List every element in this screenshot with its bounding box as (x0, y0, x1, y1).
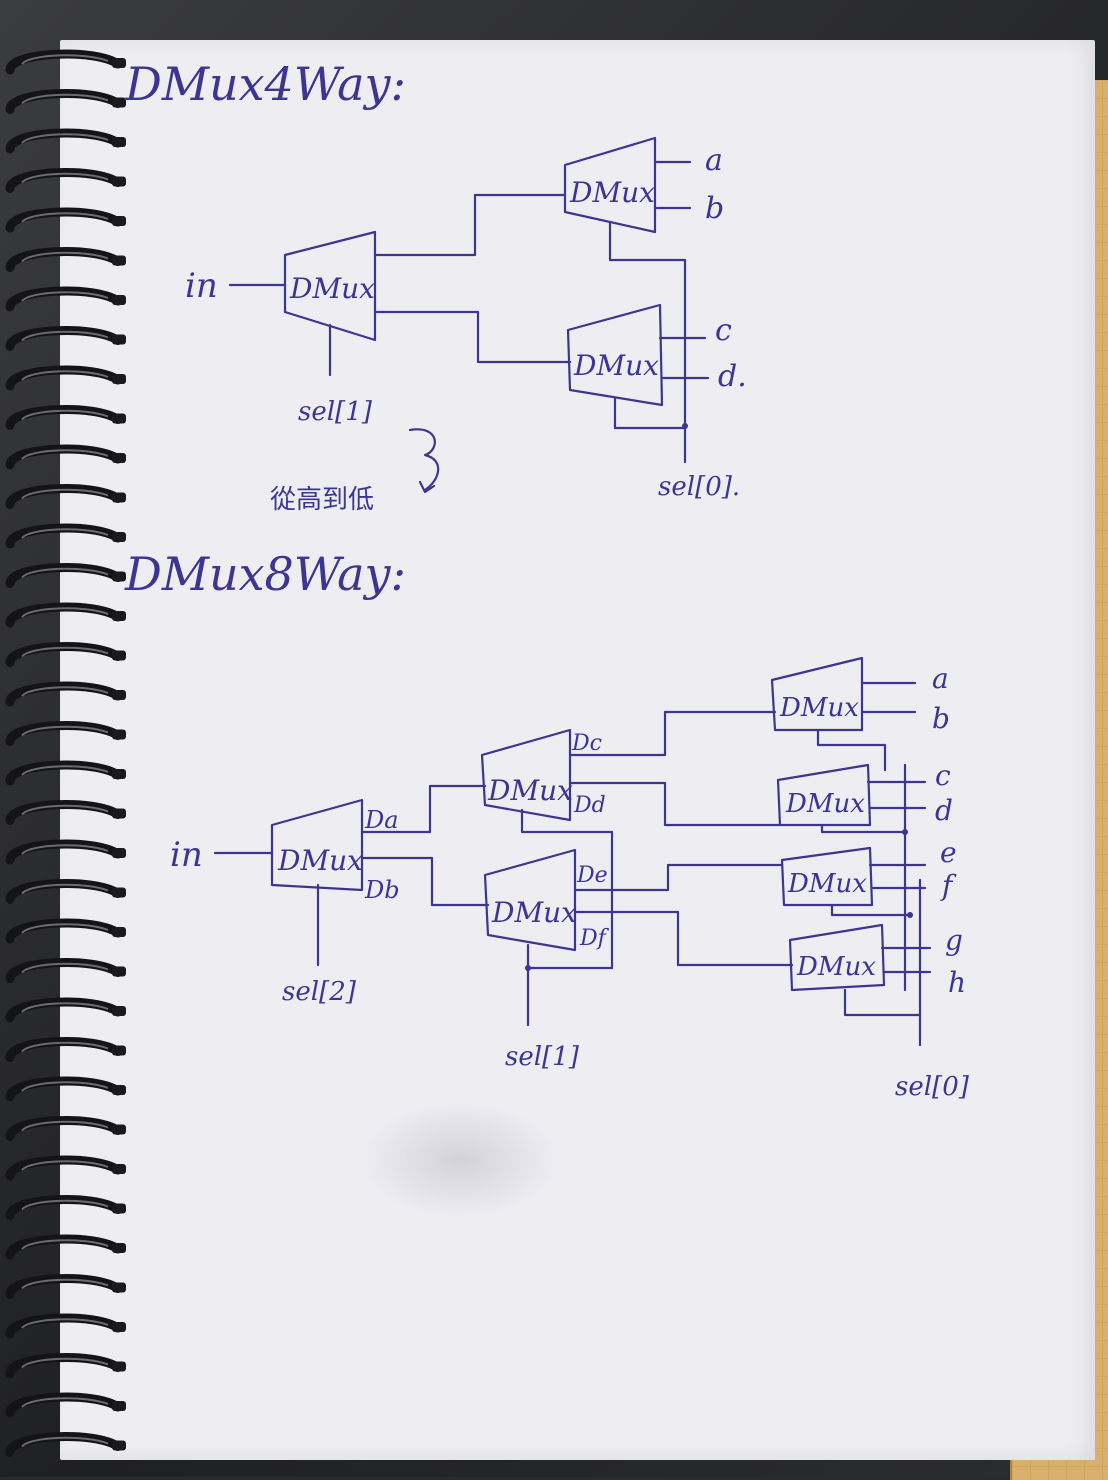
spiral-ring (5, 1392, 126, 1418)
dmux4way-sel0-label: sel[0]. (658, 472, 740, 502)
spiral-ring (5, 760, 126, 786)
dmux4way-wire-upper (373, 193, 567, 257)
dmux8way-output-a: a (932, 662, 949, 695)
svg-text:DMux: DMux (487, 774, 573, 807)
wire-label-db: Db (364, 876, 400, 904)
dmux4way-gate-3: DMux (566, 303, 664, 407)
spiral-ring (5, 1431, 126, 1457)
dmux8way-gate-l3-3: DMux (780, 846, 874, 907)
spiral-ring (5, 523, 126, 549)
dmux8way-sel1-label: sel[1] (505, 1042, 580, 1072)
spiral-ring (5, 799, 126, 825)
dmux4way-output-c: c (715, 313, 732, 348)
dmux8way-output-e: e (940, 836, 957, 869)
svg-text:DMux: DMux (491, 896, 577, 929)
spiral-ring (5, 1155, 126, 1181)
notebook-page (60, 40, 1095, 1460)
note-arrow-icon (408, 428, 440, 492)
dmux8way-gate-l2-bottom: DMux (483, 848, 577, 952)
spiral-ring (5, 562, 126, 588)
spiral-ring (5, 1194, 126, 1220)
spiral-ring (5, 167, 126, 193)
spiral-ring (5, 365, 126, 391)
spiral-ring (5, 325, 126, 351)
dmux4way-sel0-bus (608, 220, 687, 427)
spiral-ring (5, 286, 126, 312)
spiral-ring (5, 88, 126, 114)
spiral-ring (5, 878, 126, 904)
spiral-ring (5, 1076, 126, 1102)
dmux4way-output-b: b (705, 191, 724, 226)
dmux4way-wire-lower (373, 310, 572, 364)
spiral-ring (5, 444, 126, 470)
svg-text:DMux: DMux (796, 952, 876, 982)
spiral-ring (5, 1036, 126, 1062)
dmux4way-gate-1: DMux (283, 230, 377, 342)
dmux8way-output-d: d (935, 794, 953, 827)
dmux4way-input-label: in (185, 266, 218, 306)
spiral-ring (5, 128, 126, 154)
dmux8way-gate-l1: DMux (270, 798, 363, 892)
spiral-ring (5, 720, 126, 746)
spiral-ring (5, 49, 126, 75)
svg-text:DMux: DMux (573, 349, 659, 382)
spiral-ring (5, 997, 126, 1023)
spiral-ring (5, 1313, 126, 1339)
dmux8way-title: DMux8Way: (124, 547, 406, 601)
dmux4way-output-a: a (705, 143, 723, 178)
svg-text:DMux: DMux (779, 693, 859, 723)
dmux8way-output-f: f (940, 869, 957, 902)
dmux4way-output-d: d. (718, 359, 747, 394)
spiral-ring (5, 602, 126, 628)
dmux8way-sel2-label: sel[2] (282, 977, 357, 1007)
spiral-ring (5, 1115, 126, 1141)
svg-text:DMux: DMux (289, 272, 375, 305)
svg-text:DMux: DMux (785, 789, 865, 819)
spiral-ring (5, 1234, 126, 1260)
spiral-ring (5, 1352, 126, 1378)
spiral-ring (5, 207, 126, 233)
spiral-ring (5, 404, 126, 430)
dmux8way-gate-l2-top: DMux (480, 728, 573, 822)
dmux8way-gate-l3-2: DMux (776, 763, 872, 827)
wire-label-dd: Dd (573, 793, 606, 818)
svg-text:DMux: DMux (569, 176, 655, 209)
spiral-ring (5, 1273, 126, 1299)
dmux8way-output-h: h (948, 966, 966, 999)
wire-label-da: Da (364, 806, 399, 834)
svg-text:DMux: DMux (277, 844, 363, 877)
dmux4way-title: DMux4Way: (124, 57, 406, 111)
dmux8way-output-c: c (935, 759, 951, 792)
wire-label-dc: Dc (571, 731, 602, 756)
spiral-ring (5, 957, 126, 983)
spiral-ring (5, 483, 126, 509)
dmux4way-note: 從高到低 (270, 485, 374, 515)
spiral-binding (5, 49, 126, 1457)
spiral-ring (5, 681, 126, 707)
dmux4way-sel1-label: sel[1] (298, 397, 373, 427)
dmux8way-output-g: g (945, 924, 963, 957)
svg-text:DMux: DMux (787, 869, 867, 899)
dmux8way-gate-l3-1: DMux (770, 656, 864, 732)
dmux8way-gate-l3-4: DMux (788, 923, 886, 992)
wire-label-de: De (576, 863, 608, 888)
spiral-ring (5, 839, 126, 865)
spiral-ring (5, 641, 126, 667)
spiral-ring (5, 246, 126, 272)
dmux8way-output-b: b (932, 702, 950, 735)
dmux4way-gate-2: DMux (563, 136, 657, 234)
dmux8way-sel0-label: sel[0] (895, 1072, 970, 1102)
wire-label-df: Df (579, 926, 610, 951)
spiral-ring (5, 918, 126, 944)
dmux8way-input-label: in (170, 835, 203, 875)
